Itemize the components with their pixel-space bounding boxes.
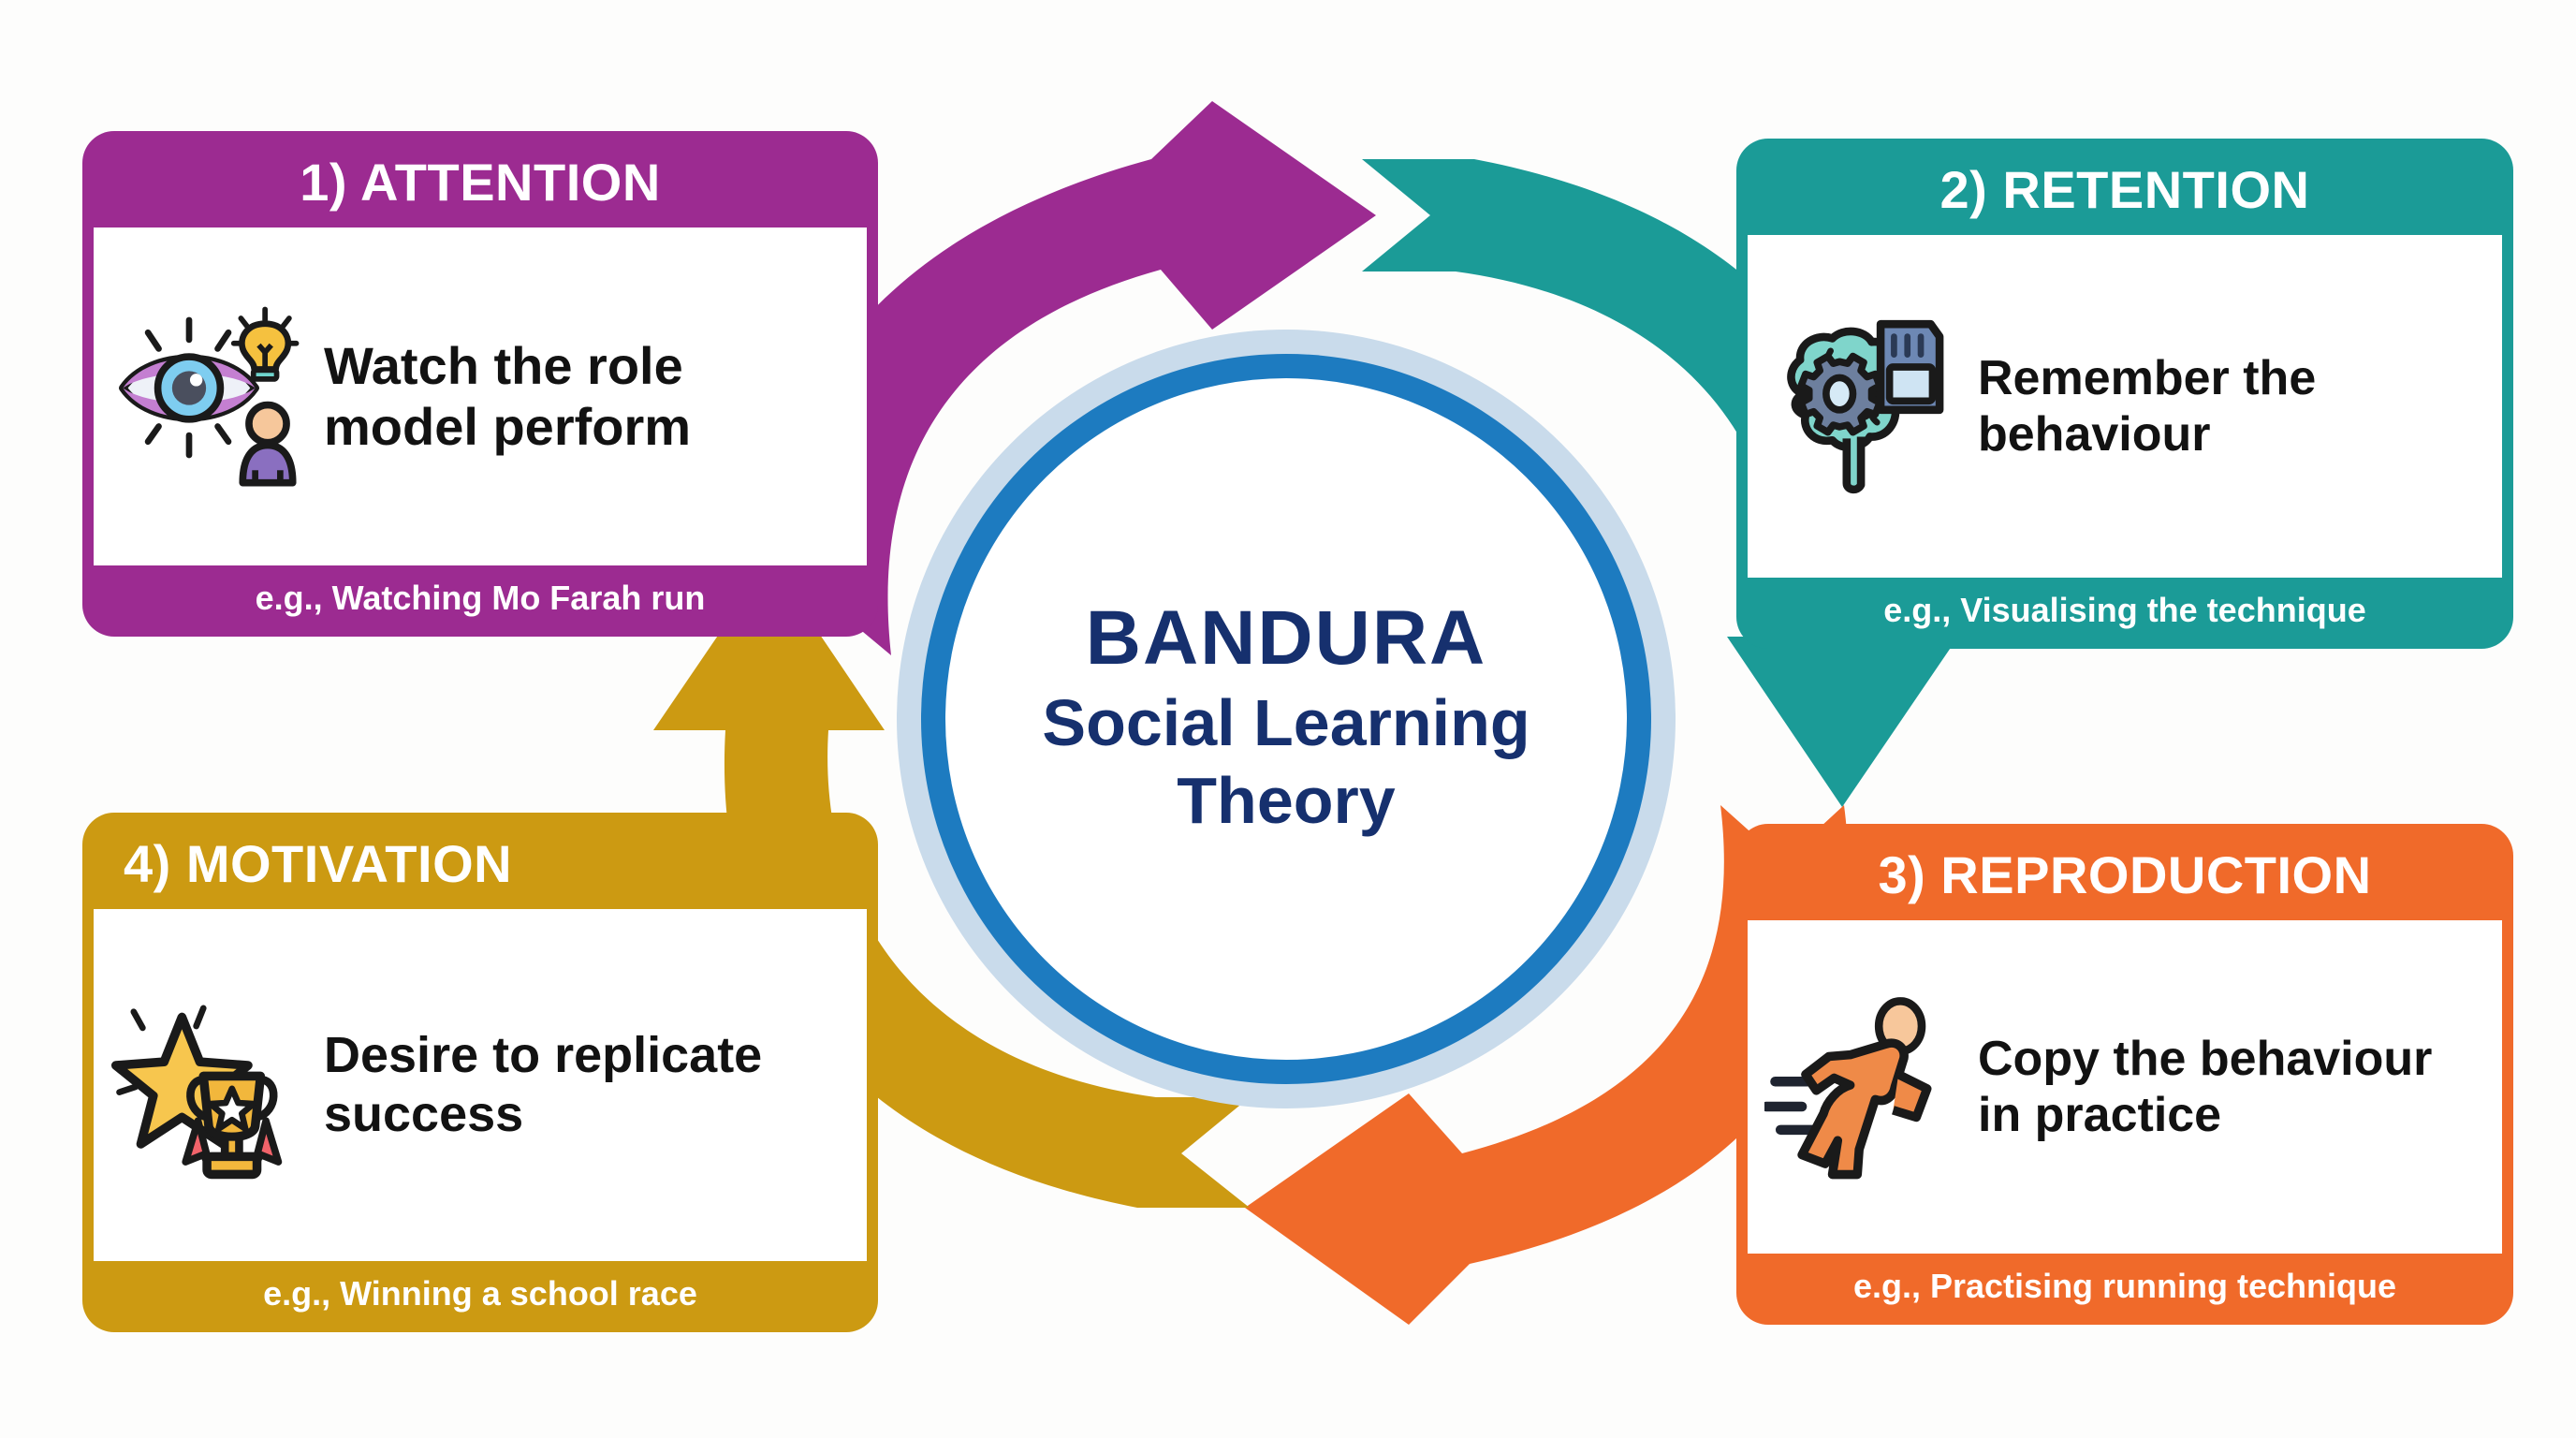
centre-circle: BANDURA Social Learning Theory [897,330,1676,1108]
stage-example-retention: e.g., Visualising the technique [1883,591,2366,629]
stage-example-reproduction: e.g., Practising running technique [1852,1267,2397,1305]
stage-heading-attention: 1) ATTENTION [300,153,661,212]
stage-card-retention[interactable]: 2) RETENTION [1736,139,2513,649]
centre-subtitle: Social Learning Theory [1042,686,1530,838]
stage-body-motivation: Desire to replicate success [94,909,867,1261]
stage-card-reproduction[interactable]: 3) REPRODUCTION Cop [1736,824,2513,1325]
stage-description-motivation: Desire to replicate success [324,1027,763,1142]
stage-card-motivation[interactable]: 4) MOTIVATION [82,813,878,1332]
stage-body-attention: Watch the role model perform [94,227,867,565]
circle-inner-face: BANDURA Social Learning Theory [945,378,1627,1060]
arrow-reproduction-to-motivation [1245,805,1849,1325]
stage-body-retention: Remember the behaviour [1748,235,2502,578]
stage-body-reproduction: Copy the behaviour in practice [1748,920,2502,1254]
stage-example-attention: e.g., Watching Mo Farah run [255,579,706,617]
stage-description-retention: Remember the behaviour [1978,350,2317,462]
arrow-attention-to-retention [763,101,1376,655]
running-person-icon [1764,989,1961,1185]
stage-heading-retention: 2) RETENTION [1939,160,2310,219]
stage-example-motivation: e.g., Winning a school race [263,1274,697,1313]
stage-description-attention: Watch the role model perform [324,335,692,456]
eye-lightbulb-person-icon [110,299,307,495]
arrow-motivation-to-attention [653,560,1250,1208]
star-trophy-icon [110,987,307,1183]
centre-title: BANDURA [1085,595,1487,682]
stage-heading-motivation: 4) MOTIVATION [124,834,513,893]
stage-card-attention[interactable]: 1) ATTENTION [82,131,878,637]
brain-gear-memorycard-icon [1764,308,1961,505]
stage-description-reproduction: Copy the behaviour in practice [1978,1031,2433,1142]
stage-heading-reproduction: 3) REPRODUCTION [1878,845,2372,904]
